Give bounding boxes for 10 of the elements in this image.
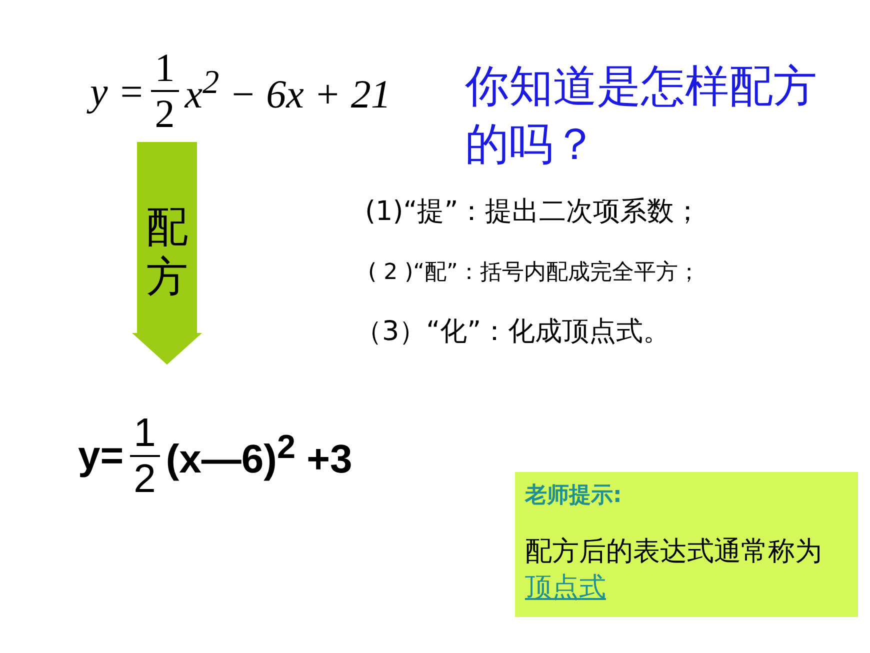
step-text: ( 2 )“配”：括号内配成完全平方； bbox=[368, 259, 701, 287]
step-text: (1)“提”：提出二次项系数； bbox=[365, 195, 702, 229]
tip-text: 配方后的表达式通常称为 顶点式 bbox=[525, 535, 823, 605]
arrow-label: 配方 bbox=[145, 202, 189, 302]
step-text: （3）“化”：化成顶点式。 bbox=[355, 315, 672, 349]
question-text: 你知道是怎样配方的吗？ bbox=[465, 60, 818, 172]
tip-heading: 老师提示: bbox=[525, 482, 622, 510]
block-arrow bbox=[132, 142, 202, 365]
term-link: 顶点式 bbox=[525, 572, 606, 603]
tip-card bbox=[515, 472, 858, 617]
